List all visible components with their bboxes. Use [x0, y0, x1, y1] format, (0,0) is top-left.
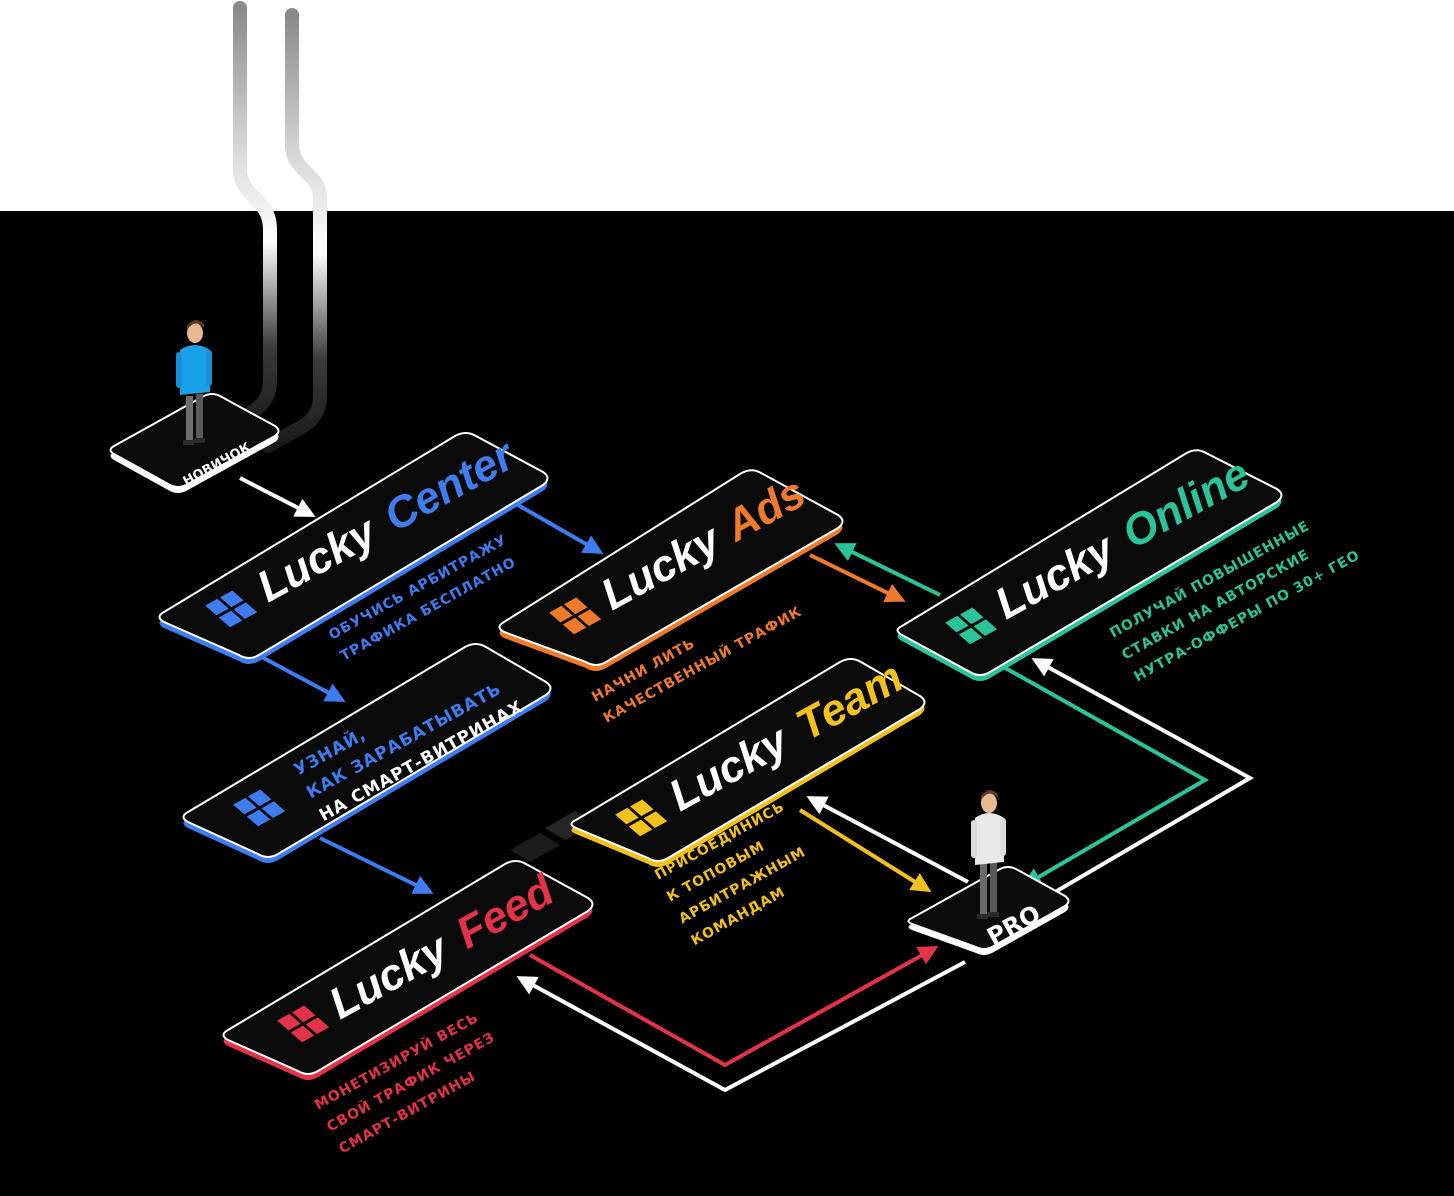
team-to-pro-arrow	[798, 808, 932, 893]
feed-to-pro-arrow	[529, 946, 939, 1068]
lucky-center-logo-icon	[205, 590, 258, 628]
online-to-ads-arrow	[834, 543, 941, 597]
pro-to-feed-arrow	[516, 960, 966, 1093]
lucky-ads-card[interactable]: Lucky Ads	[498, 468, 844, 671]
lucky-online-logo-icon	[945, 607, 998, 645]
online-to-pro-arrow	[999, 663, 1210, 888]
lucky-ads-logo-icon	[549, 597, 602, 635]
pro-to-online-arrow	[1031, 658, 1255, 897]
pro-person-icon	[971, 789, 1006, 919]
incoming-pipes	[213, 1, 327, 453]
novice-to-center-arrow	[239, 476, 316, 517]
dark-background	[0, 211, 1454, 1196]
pro-to-team-arrow	[806, 796, 969, 884]
smart-showcase-card[interactable]: УЗНАЙ, КАК ЗАРАБАТЫВАТЬ НА СМАРТ-ВИТРИНА…	[182, 643, 552, 863]
novice-person-icon	[176, 319, 212, 445]
center-to-smart-arrow	[257, 653, 346, 702]
smart-to-feed-arrow	[319, 836, 434, 894]
lucky-feed-card[interactable]: Lucky Feed	[222, 860, 594, 1080]
ads-to-online-arrow	[809, 553, 906, 602]
lucky-team-logo-icon	[615, 799, 668, 837]
lucky-feed-logo-icon	[277, 1005, 330, 1043]
connectors	[239, 476, 1255, 1093]
center-to-ads-arrow	[517, 503, 604, 554]
smart-showcase-logo-icon	[233, 789, 286, 827]
